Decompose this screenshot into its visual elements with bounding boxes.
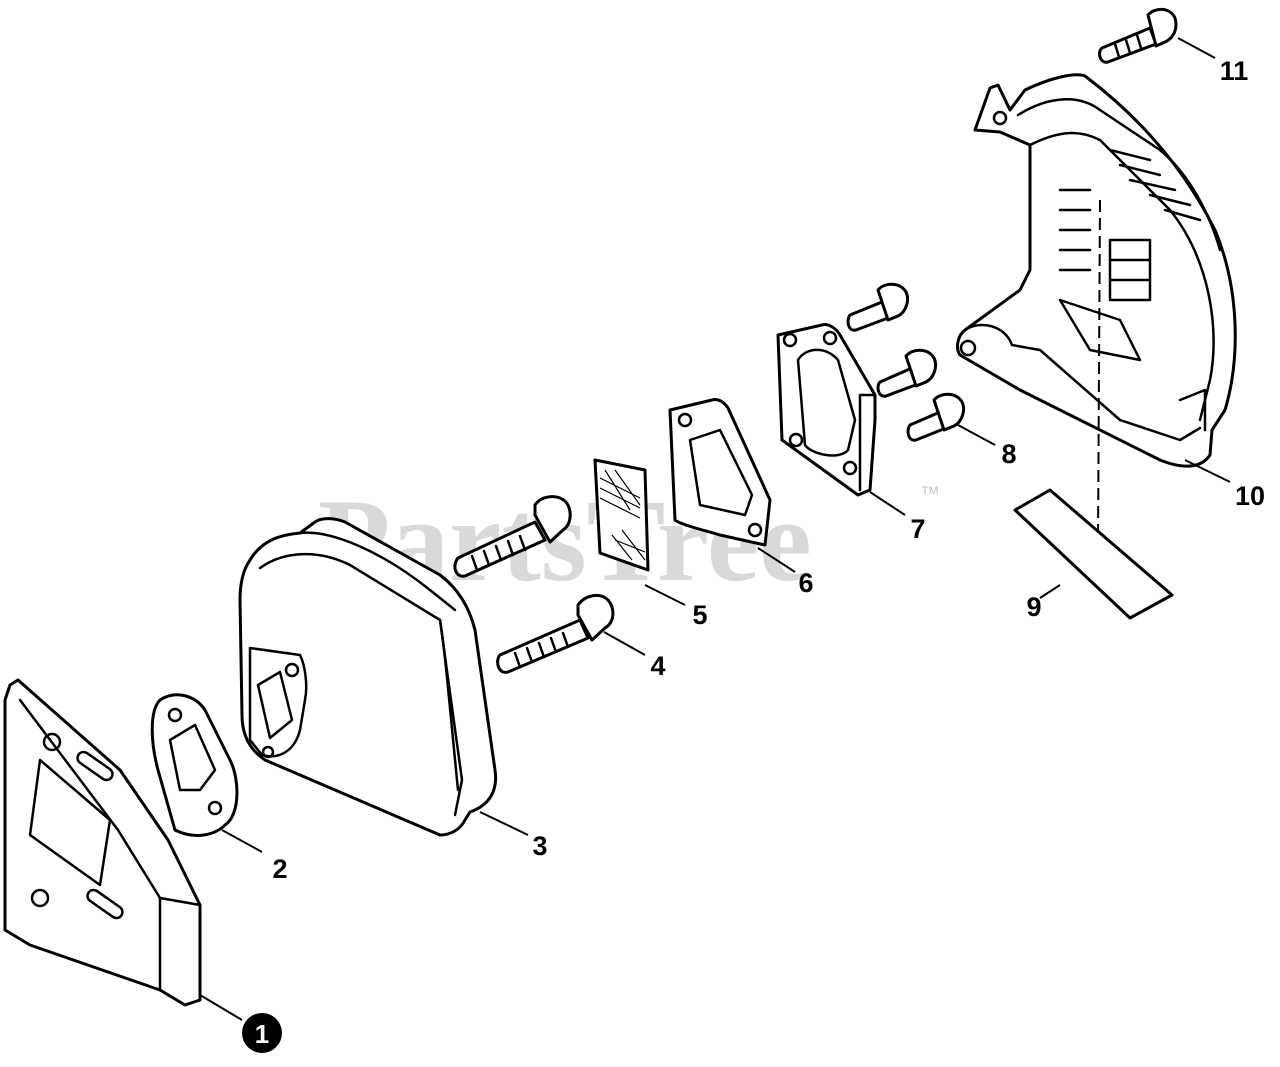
part-8-short-screw-c[interactable] xyxy=(906,392,966,442)
part-4-upper-bolt[interactable] xyxy=(453,495,572,578)
callout-3[interactable]: 3 xyxy=(532,831,547,861)
callout-2[interactable]: 2 xyxy=(272,854,287,884)
part-1-heat-shield-plate[interactable] xyxy=(3,678,202,1007)
callout-1-label: 1 xyxy=(255,1019,269,1049)
callout-1[interactable]: 1 xyxy=(242,1013,282,1053)
part-3-muffler-body[interactable] xyxy=(238,517,498,837)
part-8-short-screw-b[interactable] xyxy=(876,348,938,398)
callout-5[interactable]: 5 xyxy=(692,600,707,630)
callout-4[interactable]: 4 xyxy=(650,651,665,681)
part-7-exhaust-plate[interactable] xyxy=(776,323,877,497)
callout-7[interactable]: 7 xyxy=(910,514,925,544)
part-9-label[interactable] xyxy=(1013,488,1174,620)
part-5-spark-arrestor-screen[interactable] xyxy=(593,458,650,572)
callout-10[interactable]: 10 xyxy=(1235,481,1265,511)
part-4-long-bolt[interactable] xyxy=(496,593,615,674)
watermark-trademark: ™ xyxy=(920,483,940,505)
part-10-muffler-cover[interactable] xyxy=(956,73,1237,541)
leader-lines xyxy=(199,37,1231,1021)
part-2-gasket[interactable] xyxy=(150,693,239,837)
part-6-gasket[interactable] xyxy=(668,398,772,547)
callout-9[interactable]: 9 xyxy=(1026,592,1041,622)
callout-6[interactable]: 6 xyxy=(798,568,813,598)
callout-8[interactable]: 8 xyxy=(1001,439,1016,469)
callout-1-marker xyxy=(242,1013,282,1053)
part-8-short-screw-a[interactable] xyxy=(846,282,910,332)
callout-11[interactable]: 11 xyxy=(1220,56,1249,86)
part-11-screw[interactable] xyxy=(1098,7,1178,64)
